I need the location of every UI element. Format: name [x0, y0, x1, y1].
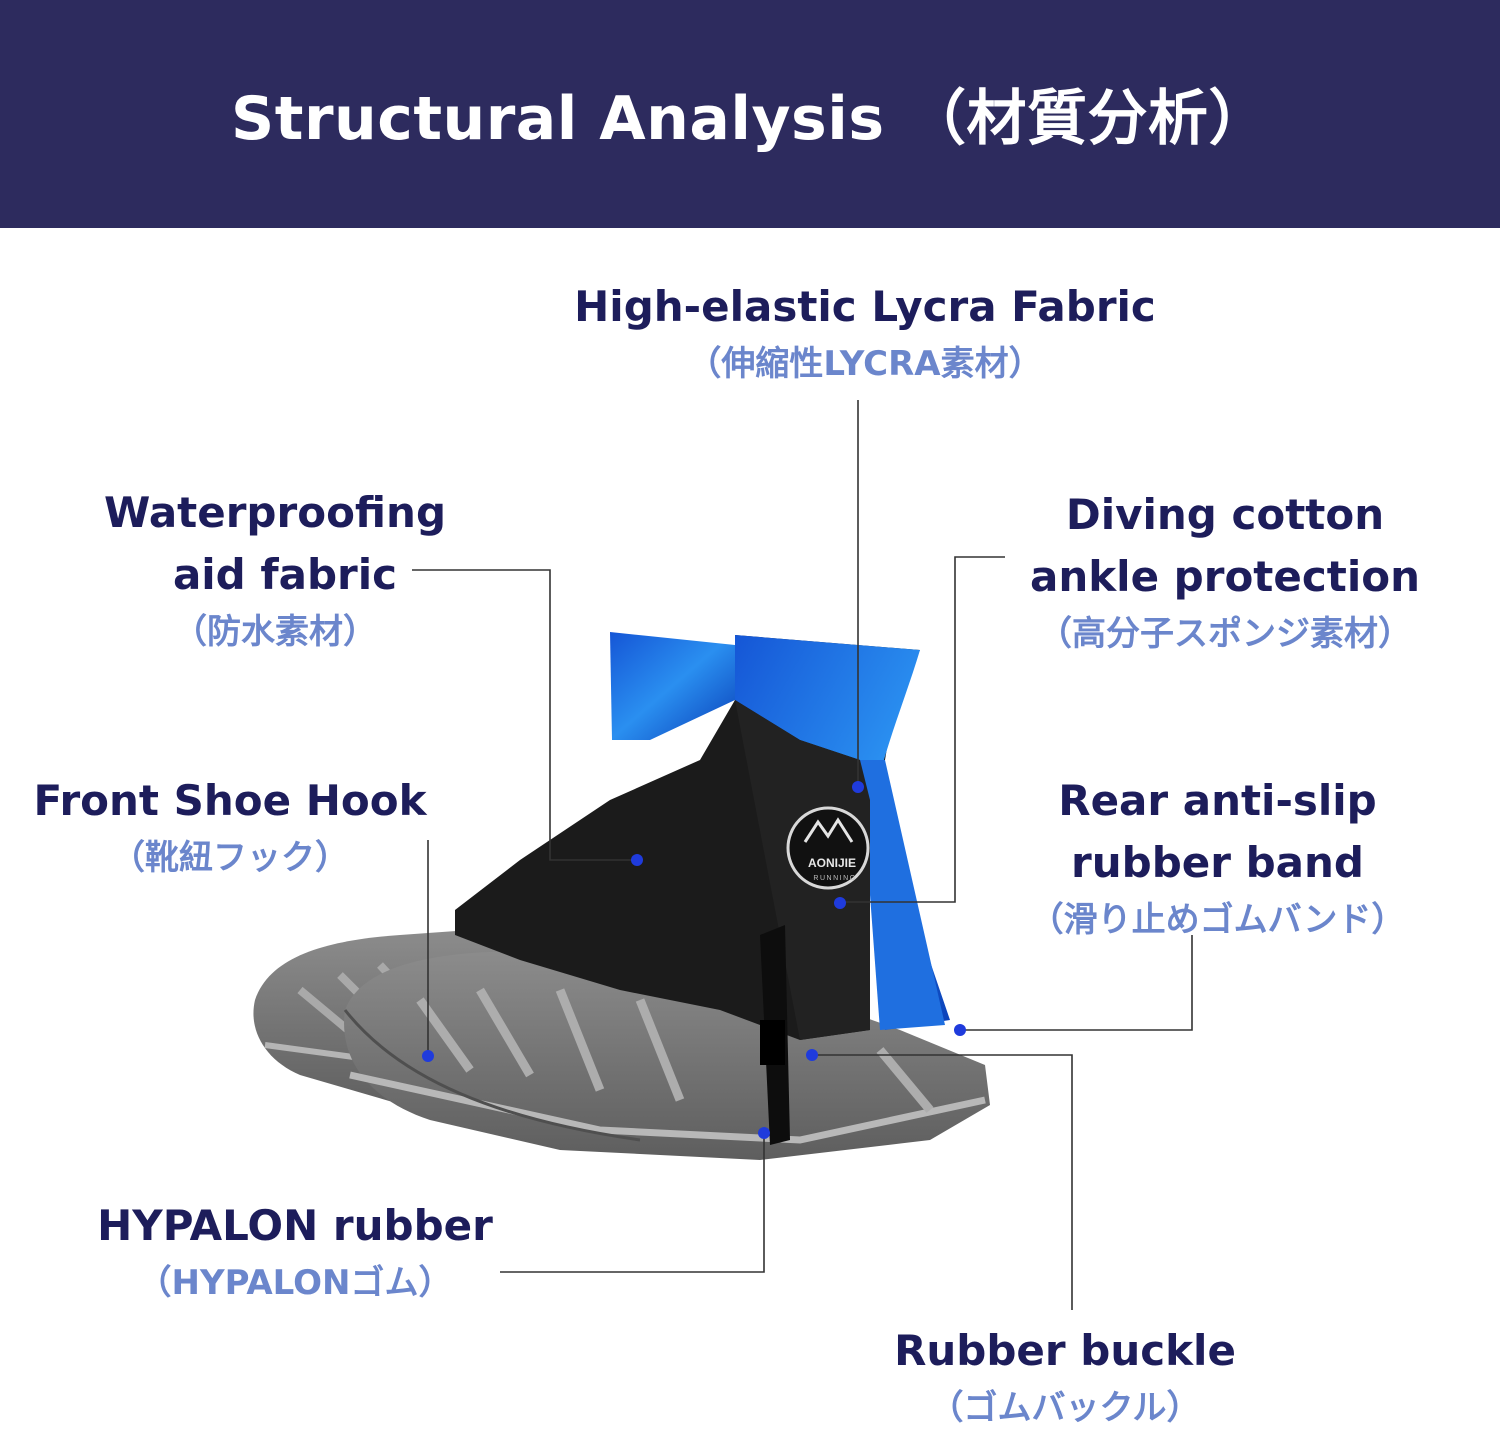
callout-lycra: High-elastic Lycra Fabric （伸縮性LYCRA素材）	[560, 276, 1170, 390]
callout-hypalon-en: HYPALON rubber	[97, 1201, 493, 1250]
marker-waterproof	[631, 854, 643, 866]
page-title: Structural Analysis （材質分析）	[231, 84, 1269, 154]
leader-buckle	[812, 1054, 1073, 1310]
callout-lycra-jp: （伸縮性LYCRA素材）	[687, 344, 1043, 384]
marker-hypalon	[758, 1127, 770, 1139]
callout-diving: Diving cotton ankle protection （高分子スポンジ素…	[995, 484, 1455, 660]
gaiter-front	[455, 635, 950, 1145]
brand-logo-text: AONIJIE	[808, 856, 856, 870]
leader-rear	[960, 935, 1193, 1031]
marker-hook	[422, 1050, 434, 1062]
leader-diving	[840, 556, 1005, 903]
brand-logo-subtext: RUNNING	[813, 875, 856, 882]
callout-buckle-en: Rubber buckle	[894, 1326, 1236, 1375]
leader-hypalon	[500, 1133, 765, 1273]
callout-rear: Rear anti-slip rubber band （滑り止めゴムバンド）	[985, 770, 1450, 946]
gaiter-back	[610, 632, 735, 740]
marker-buckle	[806, 1049, 818, 1061]
callout-waterproof-jp: （防水素材）	[173, 612, 377, 652]
callout-rear-jp: （滑り止めゴムバンド）	[1029, 900, 1406, 940]
marker-dots	[422, 781, 966, 1139]
leader-waterproof	[412, 569, 637, 861]
callout-diving-en-1: Diving cotton	[1065, 490, 1385, 539]
callout-hook-en: Front Shoe Hook	[33, 776, 427, 825]
callout-waterproof-en-1: Waterproofing	[103, 488, 447, 537]
marker-rear	[954, 1024, 966, 1036]
marker-diving	[834, 897, 846, 909]
callout-rear-en-2: rubber band	[1071, 838, 1364, 887]
callout-hook-jp: （靴紐フック）	[111, 838, 349, 878]
callout-hook: Front Shoe Hook （靴紐フック）	[15, 770, 445, 884]
callout-lycra-en: High-elastic Lycra Fabric	[574, 282, 1156, 331]
callout-diving-jp: （高分子スポンジ素材）	[1038, 614, 1412, 654]
callout-hypalon: HYPALON rubber （HYPALONゴム）	[70, 1195, 520, 1309]
callout-buckle: Rubber buckle （ゴムバックル）	[870, 1320, 1260, 1434]
callout-buckle-jp: （ゴムバックル）	[929, 1388, 1201, 1428]
callout-waterproof-en-2: aid fabric	[172, 550, 398, 599]
callout-rear-en-1: Rear anti-slip	[1058, 776, 1377, 825]
callout-hypalon-jp: （HYPALONゴム）	[137, 1263, 453, 1303]
callout-waterproof: Waterproofing aid fabric （防水素材）	[80, 482, 470, 658]
marker-lycra	[852, 781, 864, 793]
header-banner: Structural Analysis （材質分析）	[0, 0, 1500, 228]
callout-diving-en-2: ankle protection	[1030, 552, 1420, 601]
leader-lines	[412, 400, 1193, 1310]
shoe-front	[343, 950, 991, 1160]
